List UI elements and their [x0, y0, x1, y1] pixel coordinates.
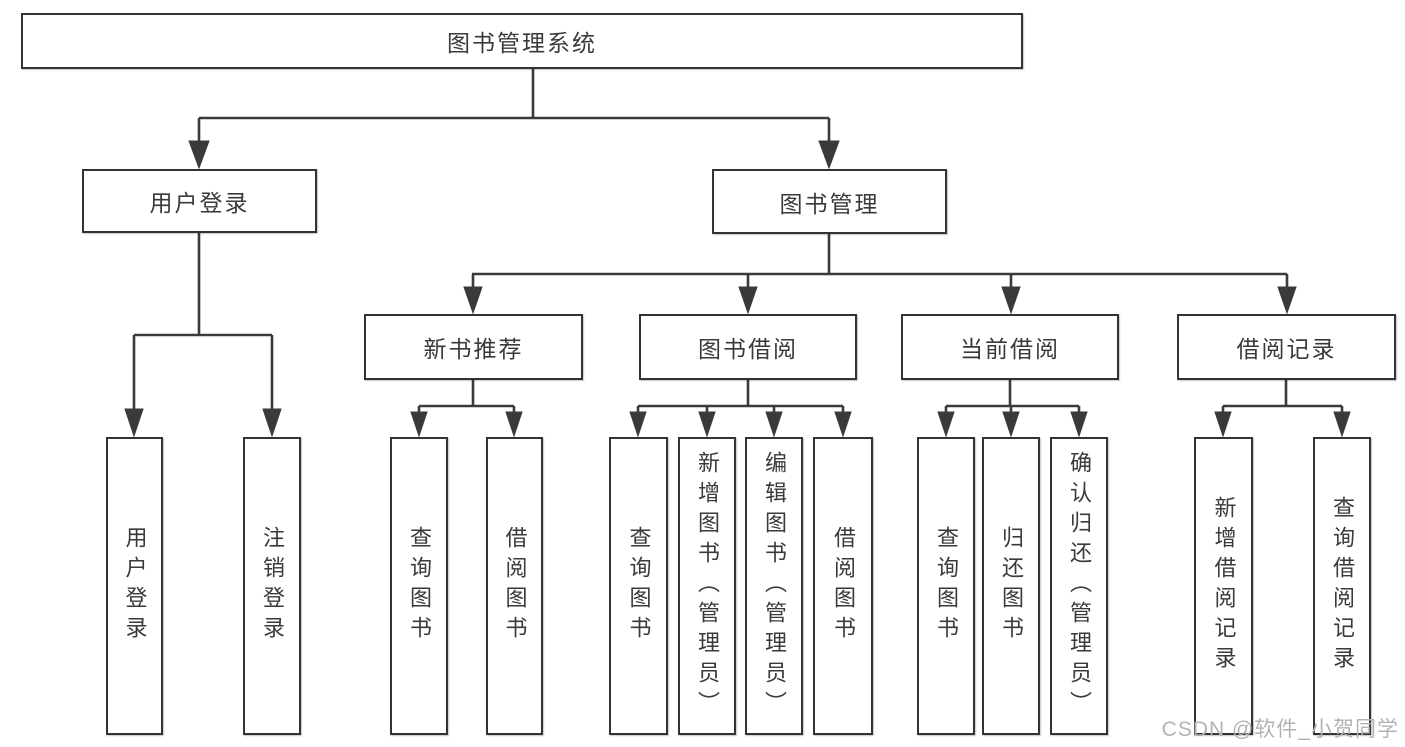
arrowhead-borrow-book-1 — [505, 411, 523, 438]
arrowhead-leaf-login — [124, 408, 144, 438]
arrowhead-return-book — [1002, 411, 1020, 438]
leaf-add-book-admin: 新增图书（管理员） — [678, 437, 736, 735]
arrowhead-add-book — [698, 411, 716, 438]
leaf-add-book-admin-label: 新增图书（管理员） — [695, 451, 720, 721]
leaf-query-book-borrow-label: 查询图书 — [626, 526, 652, 646]
node-book-management: 图书管理 — [712, 169, 947, 234]
leaf-edit-book-admin: 编辑图书（管理员） — [745, 437, 803, 735]
leaf-query-borrow-record-label: 查询借阅记录 — [1330, 496, 1355, 676]
leaf-logout: 注销登录 — [243, 437, 301, 735]
arrowhead-confirm-return — [1070, 411, 1088, 438]
arrowhead-query-book-3 — [937, 411, 955, 438]
leaf-query-book-recommend-label: 查询图书 — [407, 526, 432, 646]
node-borrow-record: 借阅记录 — [1177, 314, 1396, 380]
leaf-query-book-borrow: 查询图书 — [609, 437, 668, 735]
arrowhead-borrow-record — [1277, 286, 1297, 315]
leaf-return-book-label: 归还图书 — [999, 526, 1024, 646]
arrowhead-book-mgmt — [818, 140, 840, 170]
leaf-query-borrow-record: 查询借阅记录 — [1313, 437, 1371, 735]
leaf-query-book-recommend: 查询图书 — [390, 437, 448, 735]
leaf-confirm-return-admin: 确认归还（管理员） — [1050, 437, 1108, 735]
csdn-watermark: CSDN @软件_小贺同学 — [1161, 718, 1399, 741]
arrowhead-current-borrow — [1001, 286, 1021, 315]
leaf-query-book-current-label: 查询图书 — [934, 526, 959, 646]
leaf-confirm-return-admin-label: 确认归还（管理员） — [1067, 451, 1092, 721]
node-new-book-recommend: 新书推荐 — [364, 314, 583, 380]
arrowhead-query-record — [1333, 411, 1351, 438]
node-root: 图书管理系统 — [21, 13, 1023, 69]
leaf-return-book: 归还图书 — [982, 437, 1040, 735]
arrowhead-leaf-logout — [262, 408, 282, 438]
arrowhead-query-book-1 — [410, 411, 428, 438]
leaf-user-login-label: 用户登录 — [122, 526, 148, 646]
arrowhead-borrow-book-2 — [834, 411, 852, 438]
arrowhead-add-record — [1214, 411, 1232, 438]
leaf-borrow-book: 借阅图书 — [813, 437, 873, 735]
arrowhead-new-book-rec — [463, 286, 483, 315]
leaf-borrow-book-recommend-label: 借阅图书 — [502, 526, 528, 646]
leaf-borrow-book-label: 借阅图书 — [831, 526, 856, 646]
arrowhead-user-login — [188, 140, 210, 170]
node-book-borrow: 图书借阅 — [639, 314, 857, 380]
arrowhead-query-book-2 — [629, 411, 647, 438]
leaf-logout-label: 注销登录 — [260, 526, 285, 646]
node-current-borrow: 当前借阅 — [901, 314, 1119, 380]
leaf-add-borrow-record: 新增借阅记录 — [1194, 437, 1253, 735]
leaf-user-login: 用户登录 — [106, 437, 163, 735]
leaf-borrow-book-recommend: 借阅图书 — [486, 437, 543, 735]
leaf-edit-book-admin-label: 编辑图书（管理员） — [762, 451, 787, 721]
leaf-query-book-current: 查询图书 — [917, 437, 975, 735]
arrowhead-book-borrow — [738, 286, 758, 315]
node-user-login: 用户登录 — [82, 169, 317, 233]
leaf-add-borrow-record-label: 新增借阅记录 — [1211, 496, 1237, 676]
arrowhead-edit-book — [765, 411, 783, 438]
